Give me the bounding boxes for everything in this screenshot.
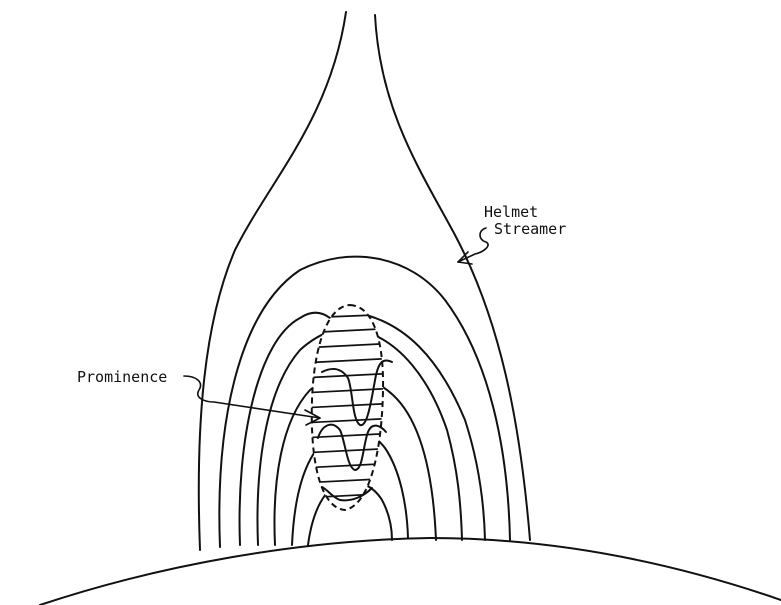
- helmet-streamer-label-line2: Streamer: [484, 221, 566, 238]
- helmet-streamer-label-line1: Helmet: [484, 204, 566, 221]
- helmet-streamer-right-edge: [375, 15, 530, 540]
- helmet-streamer-label: Helmet Streamer: [484, 204, 566, 238]
- prominence-label: Prominence: [77, 369, 167, 386]
- solar-limb: [40, 538, 781, 605]
